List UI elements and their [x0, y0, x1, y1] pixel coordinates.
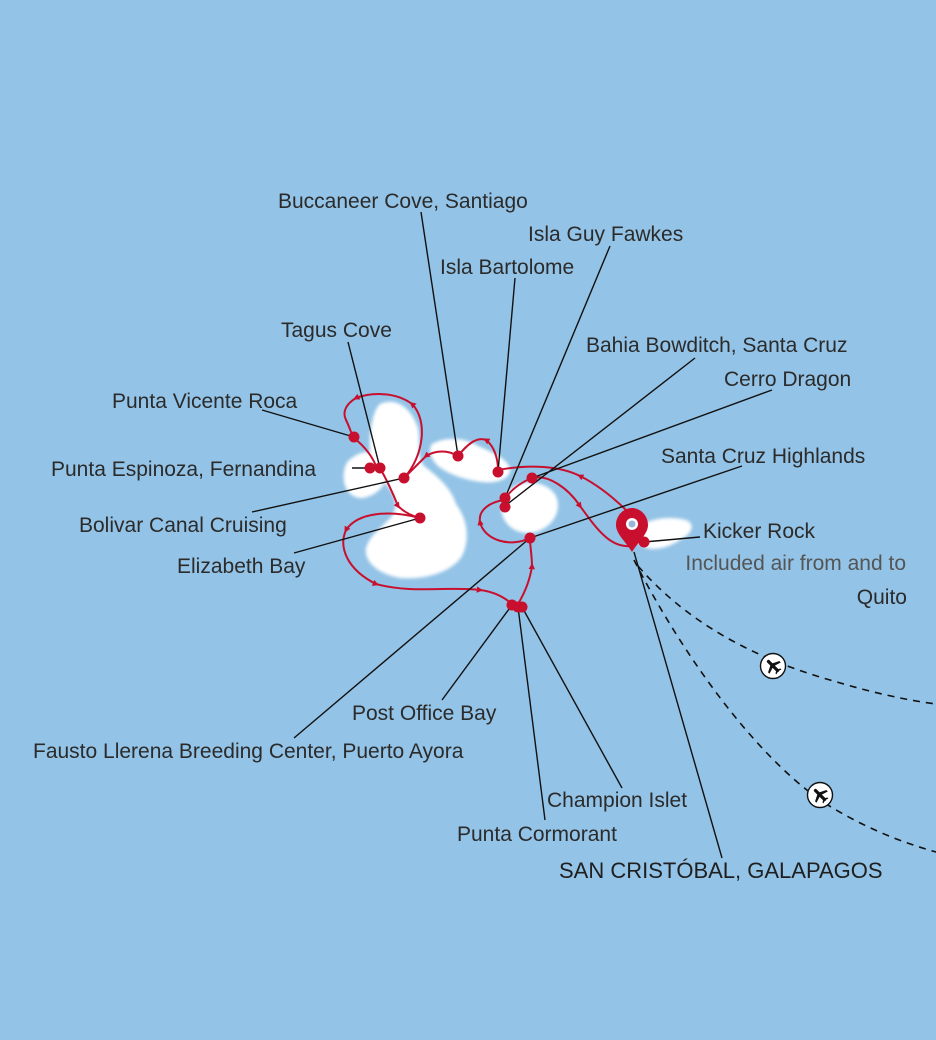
leader-champion-islet — [521, 606, 623, 789]
leader-punta-vicente-roca — [261, 409, 355, 438]
route-segment — [403, 450, 459, 479]
label-punta-espinoza: Punta Espinoza, Fernandina — [51, 458, 316, 481]
label-kicker-rock: Kicker Rock — [703, 520, 816, 543]
label-tagus-cove: Tagus Cove — [281, 319, 392, 342]
map-pin-icon[interactable] — [616, 508, 648, 552]
label-buccaneer-cove: Buccaneer Cove, Santiago — [278, 190, 528, 213]
stop-tagus-cove[interactable] — [374, 462, 386, 474]
route-segment — [531, 476, 631, 548]
leader-punta-cormorant — [517, 606, 546, 821]
air-note-line2: Quito — [857, 586, 907, 609]
stop-elizabeth-bay[interactable] — [414, 512, 426, 524]
stop-santa-cruz-highlands[interactable] — [524, 532, 536, 544]
label-fausto-llerena: Fausto Llerena Breeding Center, Puerto A… — [33, 740, 464, 763]
route-segment — [517, 537, 535, 605]
island-santa-cruz — [501, 482, 558, 534]
label-bahia-bowditch: Bahia Bowditch, Santa Cruz — [586, 334, 847, 357]
stop-bolivar-canal[interactable] — [398, 472, 410, 484]
leader-elizabeth-bay — [293, 517, 421, 554]
label-punta-cormorant: Punta Cormorant — [457, 823, 617, 846]
airplane-icon — [806, 781, 834, 809]
label-champion-islet: Champion Islet — [547, 789, 687, 812]
leader-cerro-dragon — [531, 389, 773, 479]
flight-path-lower — [633, 559, 936, 853]
route-segment — [343, 393, 423, 479]
label-elizabeth-bay: Elizabeth Bay — [177, 555, 306, 578]
label-san-cristobal-port: SAN CRISTÓBAL, GALAPAGOS — [559, 858, 883, 883]
route-segment — [477, 499, 531, 544]
stop-isla-bartolome[interactable] — [492, 466, 504, 478]
cruise-route — [342, 393, 631, 607]
airplane-icon — [759, 652, 787, 680]
leader-bahia-bowditch — [504, 357, 696, 507]
label-isla-guy-fawkes: Isla Guy Fawkes — [528, 223, 683, 246]
stop-cerro-dragon[interactable] — [526, 472, 538, 484]
island-santiago — [430, 438, 511, 483]
leader-san-cristobal — [633, 551, 723, 859]
label-cerro-dragon: Cerro Dragon — [724, 368, 851, 391]
leader-tagus-cove — [347, 341, 381, 469]
stop-punta-vicente-roca[interactable] — [348, 431, 360, 443]
leader-buccaneer-cove — [420, 211, 459, 457]
leader-post-office-bay — [441, 604, 513, 701]
label-bolivar-canal: Bolivar Canal Cruising — [79, 514, 287, 537]
route-segment — [457, 438, 499, 471]
label-isla-bartolome: Isla Bartolome — [440, 256, 574, 279]
place-labels: Buccaneer Cove, Santiago Isla Guy Fawkes… — [33, 190, 907, 883]
stop-bahia-bowditch[interactable] — [499, 501, 511, 513]
leader-fausto-llerena — [293, 537, 531, 739]
label-post-office-bay: Post Office Bay — [352, 702, 497, 725]
leader-santa-cruz-highlands — [529, 465, 743, 539]
route-segment — [342, 512, 515, 607]
leader-kicker-rock — [643, 536, 701, 543]
label-punta-vicente-roca: Punta Vicente Roca — [112, 390, 298, 413]
leader-lines — [251, 211, 773, 859]
flight-paths — [633, 559, 936, 853]
stop-isla-guy-fawkes[interactable] — [499, 492, 511, 504]
leader-isla-bartolome — [497, 277, 516, 473]
air-note-line1: Included air from and to — [685, 552, 906, 575]
stop-buccaneer-cove[interactable] — [452, 450, 464, 462]
stops — [348, 431, 650, 613]
stop-punta-espinoza[interactable] — [364, 462, 376, 474]
leader-isla-guy-fawkes — [504, 245, 611, 499]
label-santa-cruz-highlands: Santa Cruz Highlands — [661, 445, 865, 468]
route-segment — [497, 465, 629, 513]
stop-champion-islet[interactable] — [516, 601, 528, 613]
leader-bolivar-canal — [251, 477, 405, 513]
